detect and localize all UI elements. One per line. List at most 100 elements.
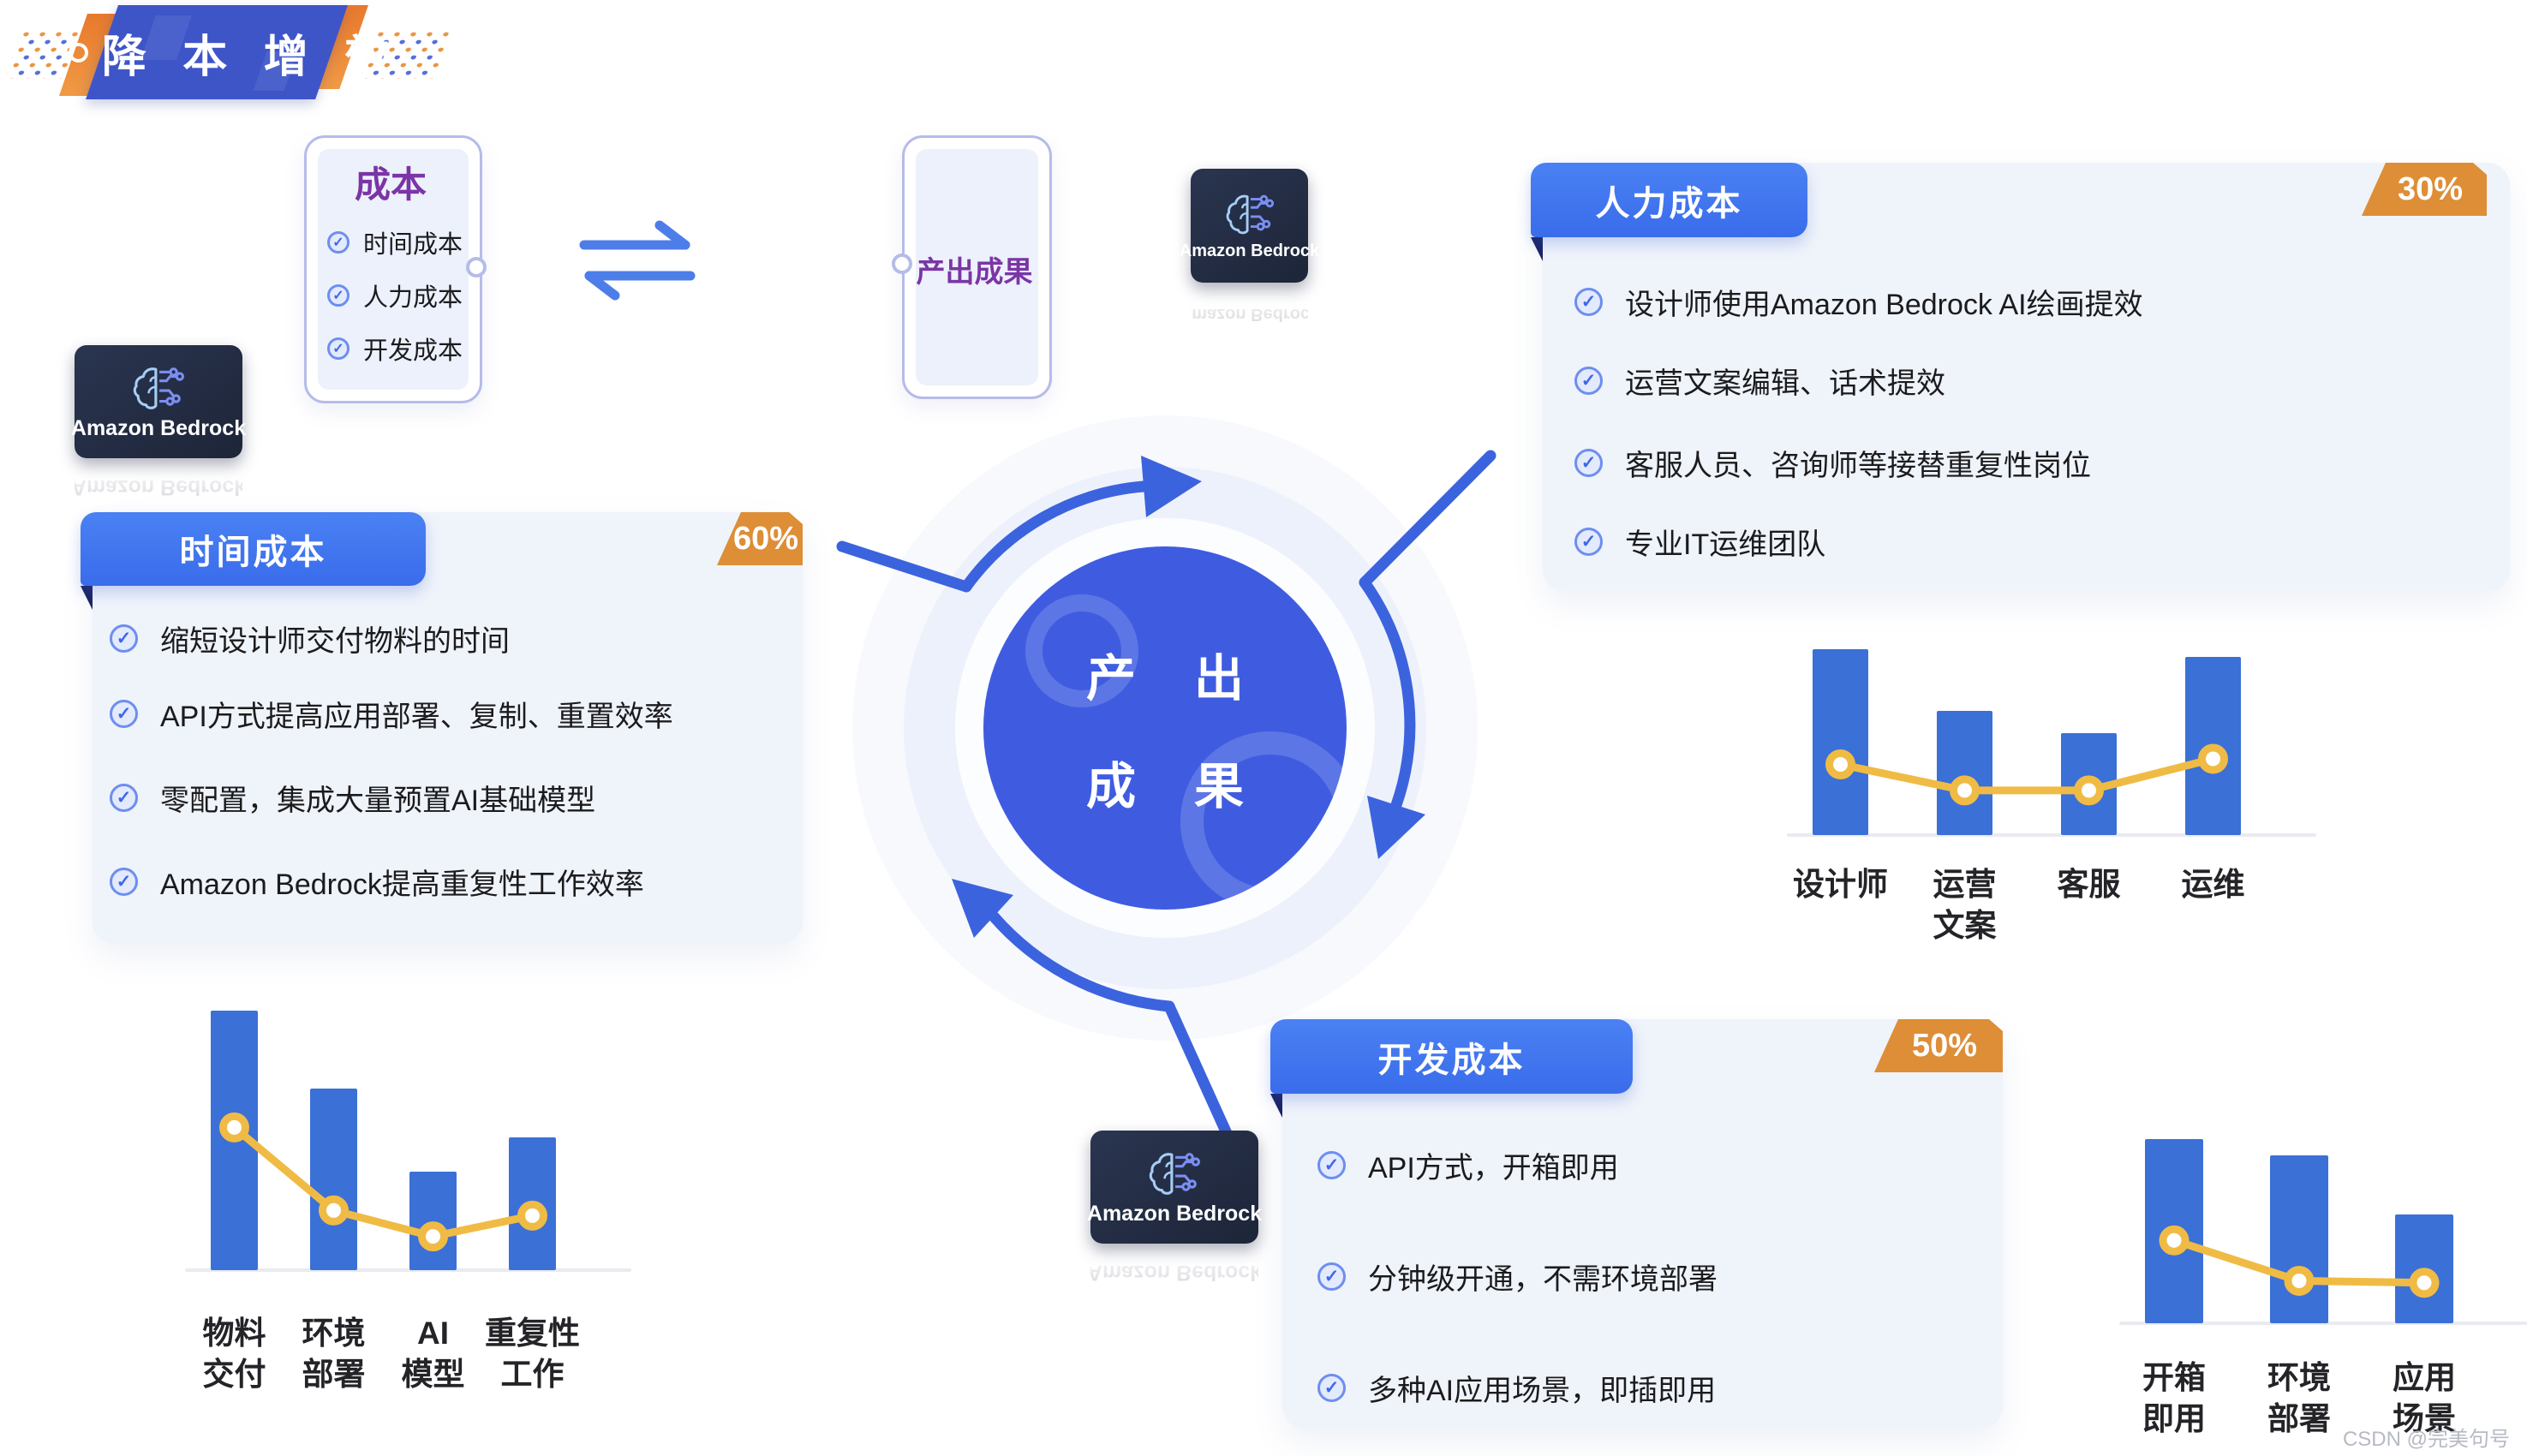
cost-item-time: ✓ 时间成本	[327, 224, 463, 260]
check-icon: ✓	[1317, 1374, 1346, 1402]
time-card-item: ✓ API方式提高应用部署、复制、重置效率	[110, 693, 673, 735]
dev-card-item: ✓ API方式，开箱即用	[1317, 1144, 1619, 1186]
x-axis	[185, 1268, 631, 1272]
dev-card-badge: 50%	[1874, 1019, 2003, 1072]
labor-card-item: ✓ 运营文案编辑、话术提效	[1574, 360, 1945, 402]
x-axis	[1787, 833, 2316, 837]
x-axis-label: 环境 部署	[302, 1316, 366, 1393]
x-axis-label: 运营 文案	[1933, 867, 1997, 944]
x-axis-label: 重复性 工作	[485, 1316, 580, 1393]
bar	[1813, 649, 1868, 835]
dev-card-item: ✓ 多种AI应用场景，即插即用	[1317, 1367, 1716, 1409]
item-label: Amazon Bedrock提高重复性工作效率	[160, 868, 644, 901]
bullet-circle-icon	[68, 42, 88, 63]
time-card-item: ✓ 缩短设计师交付物料的时间	[110, 618, 510, 659]
check-icon: ✓	[110, 700, 138, 728]
arrowhead-top-icon	[1141, 456, 1202, 517]
cycle-arc-bottom	[988, 910, 1175, 1012]
bedrock-logo-left: Amazon Bedrock Amazon Bedrock	[71, 345, 246, 499]
item-label: API方式，开箱即用	[1368, 1152, 1619, 1184]
labor-card-item: ✓ 客服人员、咨询师等接替重复性岗位	[1574, 442, 2091, 484]
line-marker	[2409, 1268, 2440, 1298]
item-label: 客服人员、咨询师等接替重复性岗位	[1625, 450, 2091, 482]
line-series	[1825, 743, 2228, 806]
labor-card-item: ✓ 设计师使用Amazon Bedrock AI绘画提效	[1574, 281, 2143, 323]
cost-box-title: 成本	[354, 164, 427, 205]
check-icon: ✓	[1317, 1151, 1346, 1179]
cost-item-labor: ✓ 人力成本	[327, 277, 463, 313]
check-icon: ✓	[1317, 1262, 1346, 1291]
check-icon: ✓	[327, 284, 349, 307]
line-series	[219, 1112, 547, 1252]
check-icon: ✓	[1574, 528, 1603, 556]
time-card-item: ✓ 零配置，集成大量预置AI基础模型	[110, 777, 595, 819]
cycle-arrowheads	[952, 456, 1425, 938]
item-label: 分钟级开通，不需环境部署	[1368, 1263, 1718, 1296]
labor-card-badge: 30%	[2362, 163, 2487, 216]
x-axis-label: 应用 场景	[2393, 1360, 2456, 1437]
labor-card-item: ✓ 专业IT运维团队	[1574, 521, 1825, 563]
time-card-title-tab: 时间成本	[81, 512, 426, 586]
cost-box-handle	[466, 257, 487, 277]
x-axis	[2119, 1322, 2527, 1325]
connector-line-time	[836, 540, 972, 593]
cost-item-label: 时间成本	[363, 231, 463, 259]
dev-card-fold	[1270, 1094, 1282, 1118]
cost-item-label: 人力成本	[363, 284, 463, 312]
line-marker	[418, 1221, 448, 1252]
check-icon: ✓	[327, 337, 349, 360]
line-series	[2159, 1225, 2440, 1298]
dev-cost-chart: 开箱 即用环境 部署应用 场景	[2119, 1139, 2527, 1436]
line-marker	[517, 1200, 547, 1231]
x-axis-label: AI 模型	[401, 1316, 465, 1393]
x-axis-label: 运维	[2181, 867, 2245, 902]
bedrock-brain-icon	[1226, 194, 1274, 235]
bedrock-logo-bottom: Amazon Bedrock Amazon Bedrock	[1087, 1131, 1262, 1285]
output-box-title: 产出成果	[916, 256, 1033, 289]
line-marker	[1825, 749, 1855, 780]
watermark: CSDN @完美句号	[2342, 1428, 2510, 1451]
dev-card-title-tab: 开发成本	[1270, 1019, 1633, 1094]
page-title: 降 本 增 效	[68, 5, 389, 99]
badge-value: 30%	[2397, 170, 2464, 207]
labor-cost-chart: 设计师运营 文案客服运维	[1787, 649, 2316, 943]
item-label: 设计师使用Amazon Bedrock AI绘画提效	[1625, 289, 2143, 321]
line-marker	[219, 1112, 249, 1143]
badge-value: 50%	[1911, 1027, 1978, 1064]
time-card-item: ✓ Amazon Bedrock提高重复性工作效率	[110, 861, 644, 903]
labor-card-fold	[1531, 237, 1543, 261]
cycle-arc-top	[960, 480, 1150, 593]
item-label: 运营文案编辑、话术提效	[1625, 367, 1945, 400]
center-line2: 成 果	[1085, 759, 1267, 815]
x-axis-label: 环境 部署	[2267, 1360, 2331, 1437]
item-label: 专业IT运维团队	[1625, 528, 1826, 561]
line-marker	[2074, 775, 2104, 806]
check-icon: ✓	[1574, 288, 1603, 316]
check-icon: ✓	[110, 784, 138, 812]
badge-value: 60%	[732, 520, 799, 557]
cycle-arc-right	[1359, 576, 1416, 811]
x-axis-label: 开箱 即用	[2142, 1360, 2206, 1437]
line-marker	[1950, 775, 1980, 806]
bedrock-logo-label: Amazon Bedrock	[1179, 242, 1320, 260]
item-label: API方式提高应用部署、复制、重置效率	[160, 701, 673, 733]
labor-card-title: 人力成本	[1595, 184, 1743, 223]
check-icon: ✓	[1574, 449, 1603, 477]
bar	[310, 1088, 357, 1270]
dev-card-item: ✓ 分钟级开通，不需环境部署	[1317, 1256, 1718, 1298]
bedrock-logo-label: Amazon Bedrock	[70, 415, 247, 440]
check-icon: ✓	[110, 868, 138, 896]
check-icon: ✓	[1574, 367, 1603, 395]
connector-line-labor	[1359, 450, 1496, 588]
item-label: 缩短设计师交付物料的时间	[160, 625, 510, 658]
center-circle	[983, 546, 1347, 910]
center-line1: 产 出	[1085, 651, 1267, 707]
bedrock-logo-label: Amazon Bedrock	[1086, 1201, 1263, 1226]
arrowhead-right-icon	[1367, 796, 1425, 859]
output-box	[902, 135, 1052, 399]
bedrock-brain-icon	[1149, 1152, 1201, 1195]
item-label: 零配置，集成大量预置AI基础模型	[160, 785, 596, 817]
dev-card-title: 开发成本	[1377, 1041, 1526, 1079]
